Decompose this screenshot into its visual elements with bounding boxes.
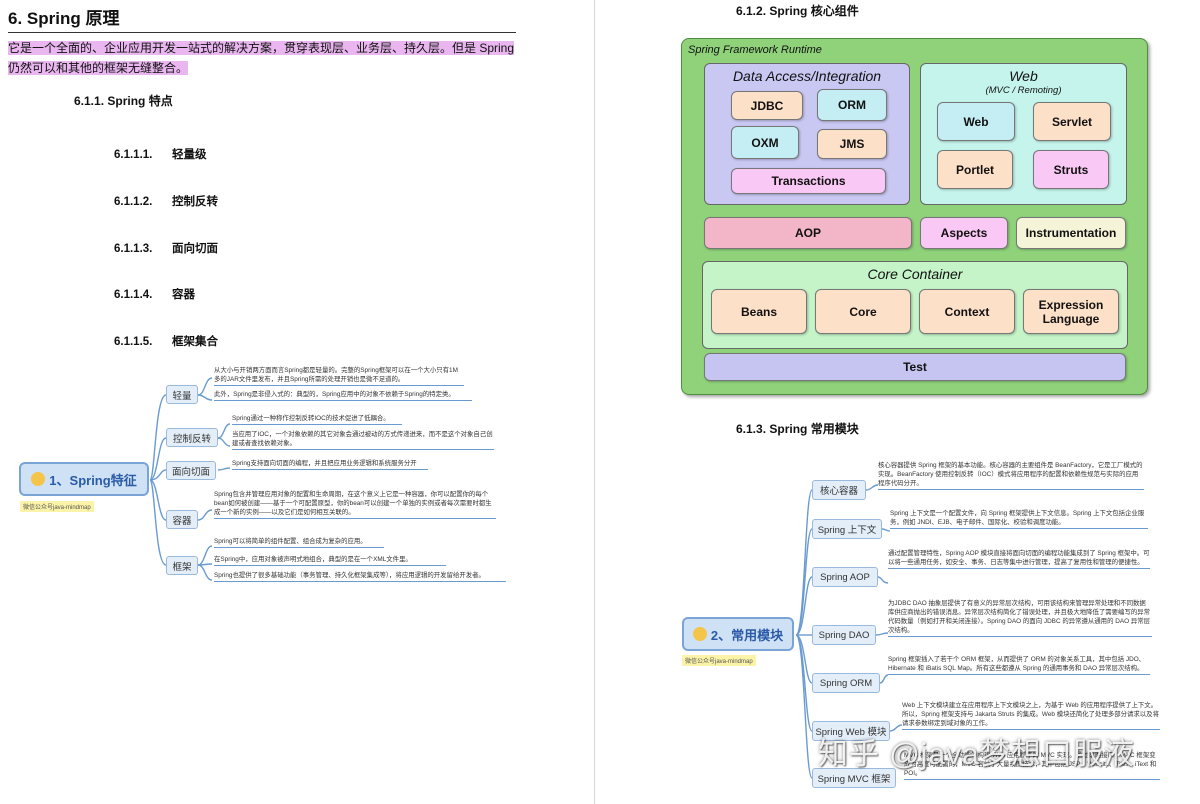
leaf-spring-aop: 通过配置管理特性，Spring AOP 模块直接将面向切面的编程功能集成到了 S… [888, 549, 1150, 569]
spring-runtime-diagram: Spring Framework Runtime Data Access/Int… [681, 38, 1148, 395]
feature-heading-2: 6.1.1.2.控制反转 [114, 196, 218, 208]
leaf-ioc-1: Spring通过一种称作控制反转IOC的技术促进了低耦合。 [232, 414, 402, 425]
branch-spring-context: Spring 上下文 [812, 519, 882, 539]
section-6-1-3-heading: 6.1.3. Spring 常用模块 [736, 422, 859, 436]
branch-spring-mvc: Spring MVC 框架 [812, 768, 896, 788]
web-subtitle: (MVC / Remoting) [985, 85, 1062, 96]
smile-icon [31, 472, 46, 486]
feature-heading-5: 6.1.1.5.框架集合 [114, 336, 218, 348]
data-access-group: Data Access/Integration JDBC ORM OXM JMS… [704, 63, 910, 205]
leaf-framework-1: Spring可以将简单的组件配置、组合成为复杂的应用。 [214, 537, 384, 548]
leaf-framework-3: Spring也提供了很多基础功能（事务管理、持久化框架集成等），将应用逻辑的开发… [214, 571, 506, 582]
transactions-box: Transactions [731, 168, 886, 194]
intro-highlight: 它是一个全面的、企业应用开发一站式的解决方案，贯穿表现层、业务层、持久层。但是 … [8, 41, 515, 75]
section-6-1-2-heading: 6.1.2. Spring 核心组件 [736, 4, 859, 18]
feature-heading-3: 6.1.1.3.面向切面 [114, 243, 218, 255]
leaf-aop-1: Spring支持面向切面的编程，并且把应用业务逻辑和系统服务分开 [232, 459, 428, 470]
branch-ioc: 控制反转 [166, 428, 218, 447]
leaf-spring-context: Spring 上下文是一个配置文件，向 Spring 框架提供上下文信息。Spr… [890, 509, 1148, 529]
spring-features-mindmap: 1、Spring特征 微信公众号java-mindmap 轻量 控制反转 面向切… [0, 360, 592, 590]
orm-box: ORM [817, 89, 887, 121]
context-box: Context [919, 289, 1015, 334]
mindmap-connectors [149, 377, 231, 581]
web-group: Web (MVC / Remoting) Web Servlet Portlet… [920, 63, 1127, 205]
leaf-spring-orm: Spring 框架插入了若干个 ORM 框架，从而提供了 ORM 的对象关系工具… [888, 655, 1150, 675]
branch-lightweight: 轻量 [166, 385, 198, 404]
feature-heading-4: 6.1.1.4.容器 [114, 289, 195, 301]
servlet-box: Servlet [1033, 102, 1111, 141]
beans-box: Beans [711, 289, 807, 334]
leaf-container-1: Spring包含并管理应用对象的配置和生命周期，在这个意义上它是一种容器，你可以… [214, 490, 496, 519]
feature-heading-1: 6.1.1.1.轻量级 [114, 149, 207, 161]
test-box: Test [704, 353, 1126, 381]
zhihu-watermark: 知乎 @java梦想口服液 [818, 738, 1135, 771]
branch-aop: 面向切面 [166, 461, 216, 480]
branch-container: 容器 [166, 510, 198, 529]
leaf-spring-web: Web 上下文模块建立在应用程序上下文模块之上，为基于 Web 的应用程序提供了… [902, 701, 1160, 730]
mindmap1-tag: 微信公众号java-mindmap [20, 501, 94, 512]
web-box: Web [937, 102, 1015, 141]
spring-modules-mindmap: 2、常用模块 微信公众号java-mindmap 核心容器 Spring 上下文… [600, 455, 1200, 804]
intro-paragraph: 它是一个全面的、企业应用开发一站式的解决方案，贯穿表现层、业务层、持久层。但是 … [8, 38, 516, 78]
mindmap2-center-node: 2、常用模块 [682, 617, 794, 651]
branch-spring-aop: Spring AOP [812, 567, 878, 587]
left-page: 6. Spring 原理 它是一个全面的、企业应用开发一站式的解决方案，贯穿表现… [0, 0, 592, 804]
instrumentation-box: Instrumentation [1016, 217, 1126, 249]
expression-language-box: Expression Language [1023, 289, 1119, 334]
page-divider [594, 0, 595, 804]
mindmap2-tag: 微信公众号java-mindmap [682, 655, 756, 666]
leaf-lightweight-2: 此外，Spring是非侵入式的：典型的，Spring应用中的对象不依赖于Spri… [214, 390, 472, 401]
leaf-ioc-2: 当应用了IOC，一个对象依赖的其它对象会通过被动的方式传递进来，而不是这个对象自… [232, 430, 494, 450]
leaf-core-container: 核心容器提供 Spring 框架的基本功能。核心容器的主要组件是 BeanFac… [878, 461, 1144, 490]
branch-spring-dao: Spring DAO [812, 625, 876, 645]
core-container-group: Core Container Beans Core Context Expres… [702, 261, 1128, 349]
smile-icon [692, 627, 707, 641]
leaf-lightweight-1: 从大小与开销两方面而言Spring都是轻量的。完整的Spring框架可以在一个大… [214, 366, 464, 386]
section-6-1-1-heading: 6.1.1. Spring 特点 [74, 94, 173, 108]
web-title: Web [1009, 68, 1038, 84]
oxm-box: OXM [731, 126, 799, 159]
page-heading: 6. Spring 原理 [8, 4, 516, 33]
aspects-box: Aspects [920, 217, 1008, 249]
portlet-box: Portlet [937, 150, 1013, 189]
leaf-framework-2: 在Spring中，应用对象被声明式地组合，典型的是在一个XML文件里。 [214, 555, 446, 566]
jms-box: JMS [817, 129, 887, 159]
aop-box: AOP [704, 217, 912, 249]
data-access-title: Data Access/Integration [732, 68, 882, 84]
mindmap1-center-node: 1、Spring特征 [19, 462, 149, 496]
right-page: 6.1.2. Spring 核心组件 Spring Framework Runt… [600, 0, 1200, 804]
jdbc-box: JDBC [731, 91, 803, 120]
branch-spring-orm: Spring ORM [812, 673, 880, 693]
branch-spring-web: Spring Web 模块 [812, 721, 890, 741]
core-box: Core [815, 289, 911, 334]
branch-core-container: 核心容器 [812, 480, 866, 500]
leaf-spring-mvc: MVC 框架是一个全功能的构建 Web 应用程序的 MVC 实现。通过策略接口，… [904, 751, 1160, 780]
branch-framework: 框架 [166, 556, 198, 575]
leaf-spring-dao: 为JDBC DAO 抽象层提供了有意义的异常层次结构，可用该结构来管理异常处理和… [888, 599, 1152, 637]
core-container-title: Core Container [867, 266, 963, 282]
diagram-title: Spring Framework Runtime [688, 44, 822, 56]
struts-box: Struts [1033, 150, 1109, 189]
mindmap2-connectors [795, 484, 903, 779]
